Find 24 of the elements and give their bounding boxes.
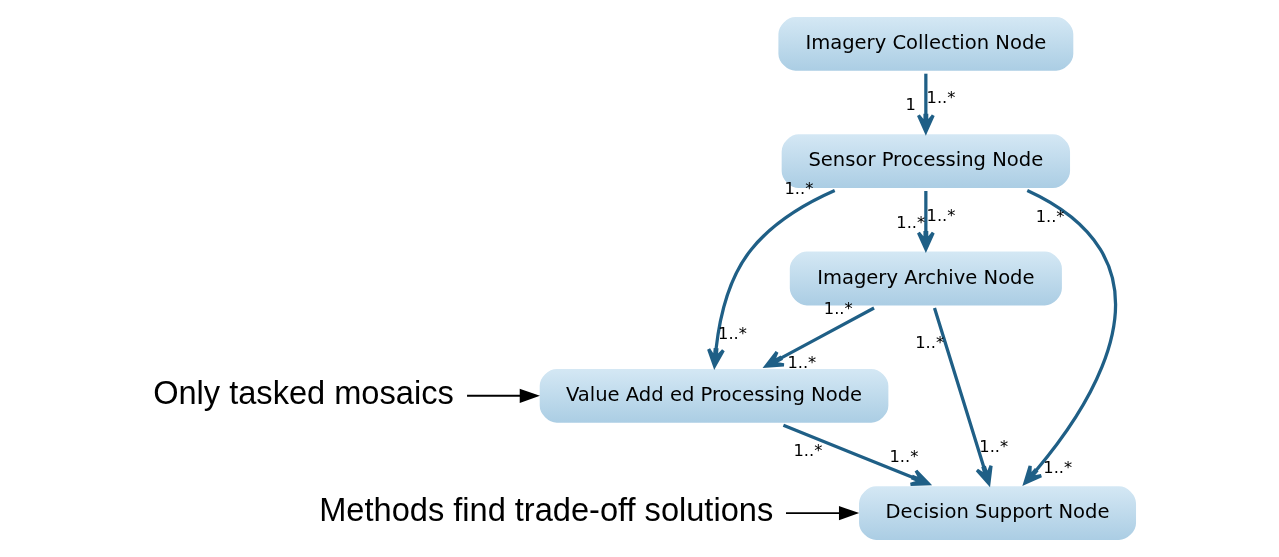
label: 1..* — [889, 446, 919, 466]
arrow — [707, 189, 836, 368]
arrow — [916, 191, 935, 251]
arrow — [785, 506, 860, 521]
label: 1..* — [1035, 207, 1065, 227]
arrow — [764, 306, 875, 368]
node-text: Methods find trade-off solutions — [319, 492, 774, 529]
label: 1 — [905, 95, 916, 115]
label: 1..* — [793, 440, 823, 460]
arrow — [1023, 189, 1118, 485]
label: 1..* — [926, 88, 956, 108]
label: 1..* — [784, 179, 814, 199]
label: 1..* — [823, 299, 853, 319]
label: 1..* — [1043, 457, 1073, 477]
arrow — [782, 423, 931, 487]
arrow — [466, 388, 540, 403]
label: 1..* — [915, 332, 945, 352]
label: 1..* — [926, 205, 956, 225]
label: 1..* — [718, 324, 747, 344]
node-text: Only tasked mosaics — [153, 374, 454, 411]
label: 1..* — [787, 353, 817, 373]
arrow — [932, 307, 993, 486]
arrow — [916, 73, 935, 134]
label: 1..* — [979, 437, 1009, 457]
